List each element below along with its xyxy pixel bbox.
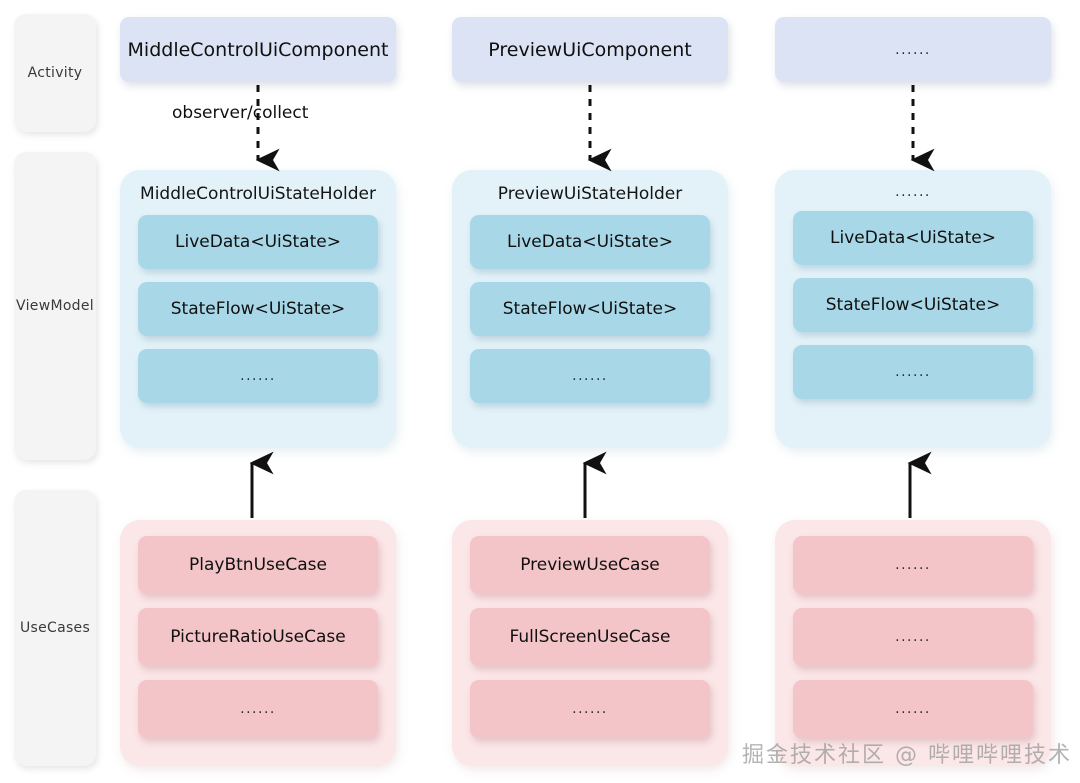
ui-component-label: ...... [895,41,931,58]
column-more: ...... ...... LiveData<UiState> StateFlo… [775,0,1051,783]
usecase-item-label: ...... [240,701,276,717]
usecase-item-label: PreviewUseCase [520,555,660,575]
usecase-container: ...... ...... ...... [775,520,1051,766]
usecase-item-fullscreen[interactable]: FullScreenUseCase [470,608,710,666]
state-holder-title: ...... [895,184,931,200]
state-item-livedata[interactable]: LiveData<UiState> [138,215,378,269]
state-item-livedata[interactable]: LiveData<UiState> [470,215,710,269]
state-item-more[interactable]: ...... [793,345,1033,399]
ui-component-label: MiddleControlUiComponent [127,38,389,61]
usecase-item-more-3[interactable]: ...... [793,680,1033,738]
edge-label-observer-collect: observer/collect [172,103,309,123]
usecase-item-more-2[interactable]: ...... [793,608,1033,666]
usecase-item-label: PictureRatioUseCase [170,627,346,647]
column-middle-control: MiddleControlUiComponent MiddleControlUi… [120,0,396,783]
state-item-more[interactable]: ...... [470,349,710,403]
state-item-label: ...... [895,364,931,380]
state-item-livedata[interactable]: LiveData<UiState> [793,211,1033,265]
ui-component-card[interactable]: ...... [775,17,1051,82]
layer-label-usecases: UseCases [14,490,96,766]
state-item-label: StateFlow<UiState> [825,295,1001,315]
state-holder-container: MiddleControlUiStateHolder LiveData<UiSt… [120,170,396,448]
usecase-item-pictureratio[interactable]: PictureRatioUseCase [138,608,378,666]
state-item-stateflow[interactable]: StateFlow<UiState> [470,282,710,336]
layer-label-viewmodel: ViewModel [14,152,96,460]
state-item-more[interactable]: ...... [138,349,378,403]
usecase-item-preview[interactable]: PreviewUseCase [470,536,710,594]
state-item-label: LiveData<UiState> [507,232,673,252]
usecase-item-label: ...... [895,701,931,717]
usecase-item-label: PlayBtnUseCase [189,555,327,575]
usecase-container: PlayBtnUseCase PictureRatioUseCase .....… [120,520,396,766]
layer-label-activity: Activity [14,14,96,132]
usecase-item-label: ...... [572,701,608,717]
usecase-item-more[interactable]: ...... [138,680,378,738]
state-holder-title: PreviewUiStateHolder [497,184,683,204]
state-item-label: StateFlow<UiState> [170,299,346,319]
usecase-item-more-1[interactable]: ...... [793,536,1033,594]
ui-component-card[interactable]: PreviewUiComponent [452,17,728,82]
state-item-label: LiveData<UiState> [830,228,996,248]
usecase-item-playbtn[interactable]: PlayBtnUseCase [138,536,378,594]
ui-component-card[interactable]: MiddleControlUiComponent [120,17,396,82]
state-item-label: ...... [240,368,276,384]
usecase-item-label: ...... [895,629,931,645]
state-item-stateflow[interactable]: StateFlow<UiState> [793,278,1033,332]
usecase-container: PreviewUseCase FullScreenUseCase ...... [452,520,728,766]
state-item-label: StateFlow<UiState> [502,299,678,319]
state-holder-container: PreviewUiStateHolder LiveData<UiState> S… [452,170,728,448]
ui-component-label: PreviewUiComponent [488,38,692,61]
usecase-item-label: ...... [895,557,931,573]
layer-label-usecases-text: UseCases [19,620,91,636]
state-item-label: ...... [572,368,608,384]
state-holder-container: ...... LiveData<UiState> StateFlow<UiSta… [775,170,1051,448]
state-holder-title: MiddleControlUiStateHolder [140,184,376,204]
layer-label-viewmodel-text: ViewModel [16,298,94,314]
state-item-label: LiveData<UiState> [175,232,341,252]
watermark: 掘金技术社区 @ 哔哩哔哩技术 [742,743,1072,768]
usecase-item-more[interactable]: ...... [470,680,710,738]
usecase-item-label: FullScreenUseCase [509,627,671,647]
state-item-stateflow[interactable]: StateFlow<UiState> [138,282,378,336]
column-preview: PreviewUiComponent PreviewUiStateHolder … [452,0,728,783]
layer-label-activity-text: Activity [27,65,83,81]
